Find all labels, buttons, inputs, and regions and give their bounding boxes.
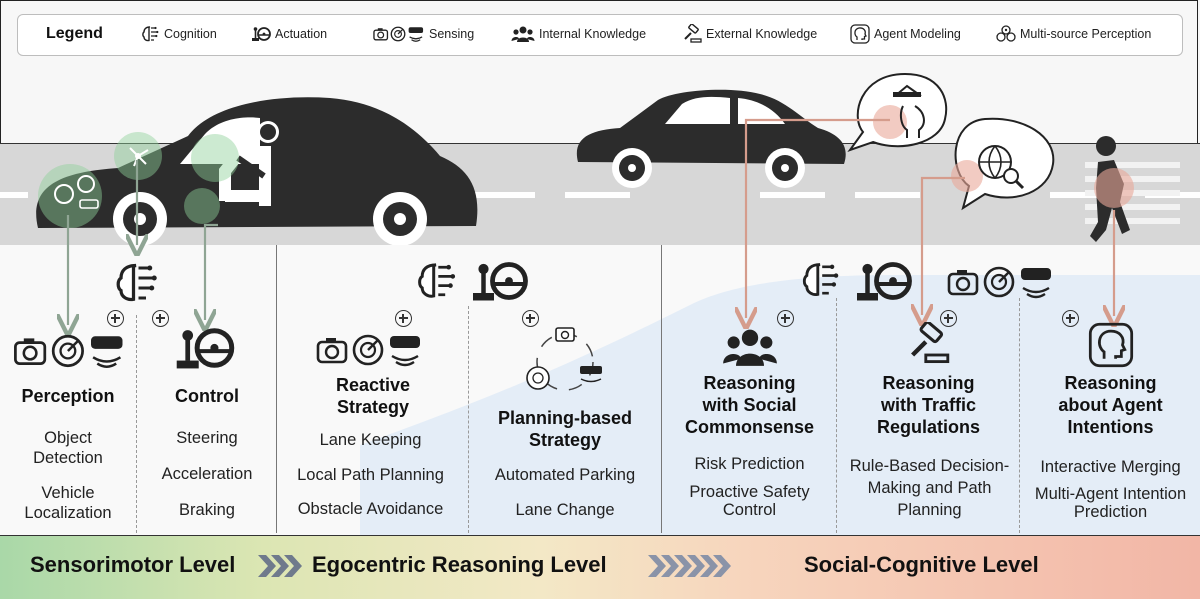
- planning-item: Automated Parking: [494, 466, 636, 484]
- joystick-wheel-icon: [252, 27, 271, 41]
- level-social-cognitive: Social-Cognitive Level: [804, 552, 1039, 577]
- perception-item: Vehicle Localization: [24, 484, 112, 522]
- ego-car-illustration: [36, 97, 478, 246]
- agent-title: Reasoning about Agent Intentions: [1058, 373, 1163, 437]
- legend-label: Cognition: [164, 27, 217, 41]
- traffic-title: Reasoning with Traffic Regulations: [876, 373, 980, 437]
- lane-dash: [0, 192, 28, 198]
- planning-title: Planning-based Strategy: [497, 408, 632, 450]
- people-icon: [511, 26, 535, 42]
- levels-bar: [0, 535, 1200, 599]
- agent-item: Multi-Agent Intention Prediction: [1034, 485, 1187, 521]
- legend-label: Multi-source Perception: [1020, 27, 1152, 41]
- gavel-icon: [911, 322, 950, 364]
- reactive-title: Reactive Strategy: [335, 375, 411, 417]
- lane-dash: [1050, 192, 1115, 198]
- lane-dash: [565, 192, 630, 198]
- knowledge-bubbles: [847, 72, 1055, 211]
- lane-dash: [855, 192, 920, 198]
- pedestrian-illustration: [1090, 136, 1134, 242]
- legend-item-agent-modeling: Agent Modeling: [850, 24, 961, 44]
- chevrons-icon: [648, 555, 731, 577]
- joystick-wheel-icon: [473, 262, 528, 301]
- perception-title: Perception: [21, 386, 115, 406]
- traffic-item: Rule-Based Decision-Making and Path Plan…: [849, 457, 1010, 519]
- sensor-glow-overlay: [38, 132, 239, 228]
- people-icon: [723, 329, 777, 366]
- plus-icon: [940, 310, 957, 327]
- control-title: Control: [175, 386, 239, 406]
- lane-dash: [760, 192, 825, 198]
- sensors-icon: [947, 266, 1051, 299]
- lane-dash: [470, 192, 535, 198]
- gavel-icon: [684, 24, 702, 43]
- flow-arrows: [0, 118, 1200, 340]
- brain-icon: [142, 26, 159, 42]
- sensors-icon: [316, 334, 420, 367]
- dashed-divider: [1019, 298, 1020, 533]
- legend-label: Sensing: [429, 27, 475, 41]
- legend-item-cognition: Cognition: [140, 24, 217, 44]
- legend-label: External Knowledge: [706, 27, 818, 41]
- legend-item-actuation: Actuation: [251, 24, 327, 44]
- sensors-icon: [373, 26, 424, 42]
- reactive-item: Obstacle Avoidance: [297, 500, 444, 518]
- sensor-cycle-icon: [526, 327, 602, 391]
- legend-label: Actuation: [275, 27, 328, 41]
- legend-box: Legend Cognition Actuation Sensing Inter…: [17, 14, 1183, 56]
- legend-label: Internal Knowledge: [539, 27, 647, 41]
- joystick-wheel-icon: [857, 262, 912, 301]
- brain-icon: [802, 263, 839, 296]
- dashed-divider: [836, 298, 837, 533]
- joystick-wheel-icon: [176, 328, 235, 369]
- chevrons-icon: [258, 555, 302, 577]
- control-item: Acceleration: [161, 465, 253, 483]
- plus-icon: [395, 310, 412, 327]
- legend-label: Agent Modeling: [874, 27, 961, 41]
- control-item: Steering: [176, 429, 238, 447]
- divider-sensorimotor: [276, 245, 277, 533]
- divider-egocentric: [661, 245, 662, 533]
- legend-item-external-knowledge: External Knowledge: [682, 24, 817, 44]
- social-item: Risk Prediction: [694, 455, 805, 473]
- level-sensorimotor: Sensorimotor Level: [30, 552, 236, 577]
- plus-icon: [777, 310, 794, 327]
- level-egocentric: Egocentric Reasoning Level: [312, 552, 607, 577]
- planning-item: Lane Change: [515, 501, 615, 519]
- reactive-item: Lane Keeping: [319, 431, 422, 449]
- control-item: Braking: [179, 501, 235, 519]
- head-icon: [1088, 322, 1134, 368]
- legend-item-multi-source-perception: Multi-source Perception: [996, 24, 1151, 44]
- sensors-icon: [14, 334, 123, 369]
- social-item: Proactive Safety Control: [689, 483, 810, 519]
- other-car-illustration: [576, 89, 846, 188]
- agent-item: Interactive Merging: [1040, 458, 1181, 476]
- plus-icon: [1062, 310, 1079, 327]
- plus-icon: [152, 310, 169, 327]
- legend-item-internal-knowledge: Internal Knowledge: [511, 24, 646, 44]
- legend-item-sensing: Sensing: [373, 24, 474, 44]
- plus-icon: [107, 310, 124, 327]
- dashed-divider: [468, 306, 469, 533]
- brain-icon: [116, 263, 157, 302]
- multi-perception-icon: [996, 25, 1016, 42]
- social-title: Reasoning with Social Commonsense: [684, 373, 815, 437]
- reactive-item: Local Path Planning: [297, 466, 444, 484]
- head-icon: [850, 24, 870, 44]
- brain-icon: [418, 263, 456, 298]
- social-region-shade: [360, 275, 1200, 535]
- dashed-divider: [136, 315, 137, 533]
- perception-item: Object Detection: [33, 429, 103, 467]
- plus-icon: [522, 310, 539, 327]
- legend-title: Legend: [46, 25, 103, 42]
